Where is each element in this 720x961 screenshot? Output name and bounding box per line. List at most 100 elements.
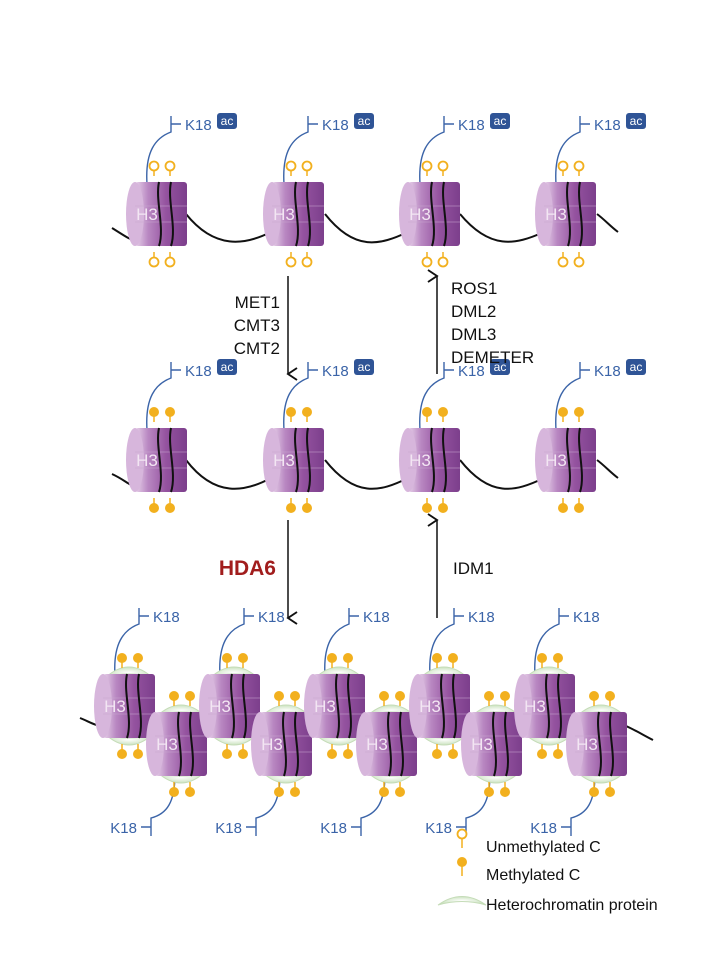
acetyl-badge — [490, 359, 510, 375]
cytosine-top-left — [421, 160, 433, 176]
k18-label: K18 — [363, 609, 390, 626]
k18-label: K18 — [185, 363, 212, 380]
histone-tail: K18 — [320, 773, 386, 837]
enzyme-hda6: HDA6 — [219, 557, 276, 580]
histone-tail: K18 — [324, 608, 390, 677]
legend-methylated-icon — [457, 857, 467, 876]
cytosine-top-left — [589, 691, 599, 706]
histone-octamer: H3 — [126, 427, 187, 493]
cytosine-bottom-right — [238, 744, 248, 759]
h3-label: H3 — [209, 697, 231, 716]
histone-octamer: H3 — [251, 711, 312, 777]
h3-label: H3 — [104, 697, 126, 716]
histone-octamer: H3 — [409, 673, 470, 739]
cytosine-top-right — [574, 407, 584, 422]
cytosine-bottom-left — [169, 782, 179, 797]
cytosine-bottom-left — [117, 744, 127, 759]
cytosine-bottom-left — [379, 782, 389, 797]
cytosine-top-right — [395, 691, 405, 706]
h3-label: H3 — [156, 735, 178, 754]
histone-octamer: H3 — [399, 181, 460, 247]
enzyme-dml3: DML3 — [451, 325, 496, 344]
histone-octamer: H3 — [263, 427, 324, 493]
enzyme-ros1: ROS1 — [451, 279, 497, 298]
cytosine-top-left — [484, 691, 494, 706]
h3-label: H3 — [576, 735, 598, 754]
cytosine-bottom-right — [185, 782, 195, 797]
nucleosome-10: K18 H3 — [110, 691, 207, 837]
enzyme-met1: MET1 — [235, 293, 280, 312]
h3-label: H3 — [545, 205, 567, 224]
legend-methylated-label: Methylated C — [486, 867, 580, 884]
histone-tail: K18 — [429, 608, 495, 677]
acetyl-badge — [626, 359, 646, 375]
histone-tail: K18 — [215, 773, 281, 837]
acetyl-badge-label: ac — [358, 360, 371, 374]
cytosine-bottom-right — [290, 782, 300, 797]
legend-heterochromatin-icon — [437, 896, 487, 906]
h3-label: H3 — [545, 451, 567, 470]
acetyl-badge-label: ac — [494, 360, 507, 374]
cytosine-top-left — [327, 653, 337, 668]
histone-octamer: H3 — [263, 181, 324, 247]
cytosine-top-right — [500, 691, 510, 706]
legend-unmethylated-label: Unmethylated C — [486, 839, 601, 856]
h3-label: H3 — [471, 735, 493, 754]
cytosine-top-left — [149, 407, 159, 422]
k18-label: K18 — [322, 117, 349, 134]
k18-label: K18 — [153, 609, 180, 626]
cytosine-top-right — [553, 653, 563, 668]
h3-label: H3 — [273, 451, 295, 470]
k18-label: K18 — [458, 363, 485, 380]
histone-octamer: H3 — [126, 181, 187, 247]
enzyme-cmt3: CMT3 — [234, 316, 280, 335]
k18-label: K18 — [573, 609, 600, 626]
cytosine-bottom-left — [432, 744, 442, 759]
h3-label: H3 — [409, 451, 431, 470]
cytosine-bottom-left — [558, 498, 568, 513]
histone-octamer: H3 — [566, 711, 627, 777]
acetyl-badge-label: ac — [221, 114, 234, 128]
enzyme-dml2: DML2 — [451, 302, 496, 321]
acetyl-badge — [354, 359, 374, 375]
cytosine-bottom-left — [557, 252, 569, 268]
acetyl-badge-label: ac — [630, 360, 643, 374]
cytosine-bottom-left — [222, 744, 232, 759]
cytosine-bottom-right — [343, 744, 353, 759]
k18-label: K18 — [110, 820, 137, 837]
k18-label: K18 — [322, 363, 349, 380]
cytosine-top-left — [169, 691, 179, 706]
enzyme-demeter: DEMETER — [451, 348, 534, 367]
cytosine-bottom-right — [437, 252, 449, 268]
k18-label: K18 — [468, 609, 495, 626]
cytosine-top-right — [605, 691, 615, 706]
histone-tail: K18 — [534, 608, 600, 677]
cytosine-top-left — [379, 691, 389, 706]
cytosine-bottom-left — [286, 498, 296, 513]
cytosine-top-right — [438, 407, 448, 422]
k18-label: K18 — [458, 117, 485, 134]
histone-octamer: H3 — [356, 711, 417, 777]
cytosine-top-right — [573, 160, 585, 176]
acetyl-badge — [354, 113, 374, 129]
legend: Unmethylated C Methylated C Heterochroma… — [437, 828, 658, 914]
k18-label: K18 — [594, 117, 621, 134]
cytosine-bottom-right — [395, 782, 405, 797]
cytosine-bottom-left — [422, 498, 432, 513]
dna-strand-row1 — [111, 213, 619, 244]
cytosine-top-right — [238, 653, 248, 668]
histone-octamer: H3 — [535, 181, 596, 247]
cytosine-top-right — [185, 691, 195, 706]
